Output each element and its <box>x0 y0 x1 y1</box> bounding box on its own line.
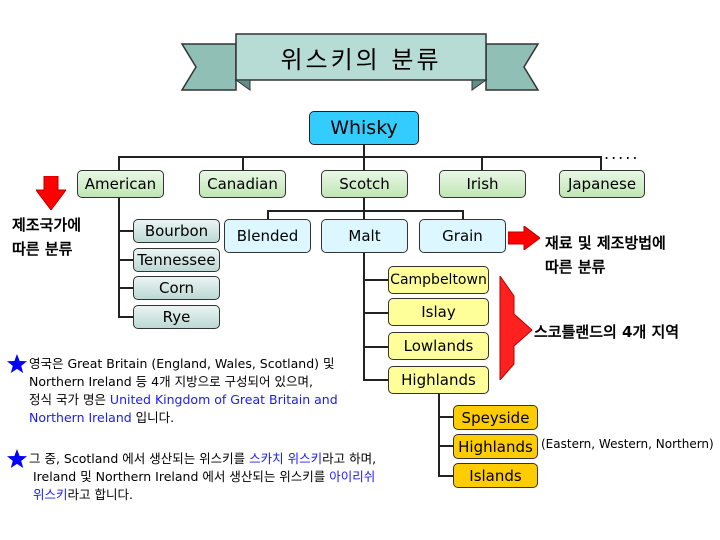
node-irish: Irish <box>439 170 526 198</box>
note-2-line-3: 위스키라고 합니다. <box>33 486 133 504</box>
note-2-text: 그 중, Scotland 에서 생산되는 위스키를 <box>29 451 250 466</box>
node-corn: Corn <box>133 276 220 300</box>
connector <box>481 156 483 170</box>
more-ellipsis: ..... <box>604 144 640 163</box>
connector <box>118 197 120 317</box>
connector <box>438 416 454 418</box>
highland-directions: (Eastern, Western, Northern) <box>541 437 714 451</box>
node-highlands: Highlands <box>388 366 489 394</box>
label-by-material-line2: 따른 분류 <box>545 258 606 276</box>
red-arrow-down-icon <box>36 176 66 210</box>
connector <box>267 210 463 212</box>
connector <box>118 230 134 232</box>
node-tennessee: Tennessee <box>133 248 220 272</box>
note-2-highlight: 위스키 <box>33 487 68 502</box>
note-1-text: 정식 국가 명은 <box>29 392 110 407</box>
connector <box>118 156 602 158</box>
connector <box>118 287 134 289</box>
node-blended: Blended <box>224 219 311 253</box>
node-grain: Grain <box>419 219 506 253</box>
node-islands: Islands <box>453 463 538 488</box>
note-2-line-2: Ireland 및 Northern Ireland 에서 생산되는 위스키를 … <box>33 468 375 486</box>
node-scotch: Scotch <box>321 170 408 198</box>
node-american: American <box>77 170 164 198</box>
node-lowlands: Lowlands <box>388 332 489 360</box>
node-highlands-sub: Highlands <box>453 434 538 459</box>
blue-star-icon <box>7 354 27 373</box>
connector <box>363 210 365 220</box>
note-1-line-4: Northern Ireland 입니다. <box>29 409 174 427</box>
connector <box>600 156 602 170</box>
title-banner <box>180 33 540 91</box>
connector <box>363 145 365 157</box>
note-2-text: 라고 하며, <box>322 451 377 466</box>
node-islay: Islay <box>388 298 489 326</box>
connector <box>363 279 389 281</box>
node-bourbon: Bourbon <box>133 219 220 243</box>
connector <box>242 156 244 170</box>
node-canadian: Canadian <box>199 170 286 198</box>
node-japanese: Japanese <box>559 170 645 198</box>
note-1-highlight: Northern Ireland <box>29 410 132 425</box>
connector <box>363 346 389 348</box>
note-2-highlight: 아이리쉬 <box>329 469 376 484</box>
blue-star-icon <box>7 449 27 468</box>
connector <box>118 156 120 170</box>
note-1-text: 입니다. <box>131 410 175 425</box>
note-1-line-1: 영국은 Great Britain (England, Wales, Scotl… <box>29 356 335 371</box>
connector <box>438 445 454 447</box>
note-1-highlight: United Kingdom of Great Britain and <box>109 392 338 407</box>
connector <box>462 210 464 220</box>
root-node-whisky: Whisky <box>309 111 419 145</box>
connector <box>363 197 365 211</box>
note-2-line-1: 그 중, Scotland 에서 생산되는 위스키를 스카치 위스키라고 하며, <box>29 450 376 468</box>
note-2-text: 라고 합니다. <box>67 487 133 502</box>
connector <box>363 253 365 381</box>
note-2-text: Ireland 및 Northern Ireland 에서 생산되는 위스키를 <box>33 469 330 484</box>
node-malt: Malt <box>321 219 408 253</box>
label-by-material-line1: 재료 및 제조방법에 <box>545 234 666 252</box>
note-2-highlight: 스카치 위스키 <box>249 451 323 466</box>
connector <box>118 259 134 261</box>
node-rye: Rye <box>133 305 220 329</box>
connector <box>438 475 454 477</box>
connector <box>363 312 389 314</box>
connector <box>118 316 134 318</box>
node-speyside: Speyside <box>453 405 538 430</box>
label-by-country-line1: 제조국가에 <box>12 216 82 234</box>
connector <box>267 210 269 220</box>
connector <box>363 156 365 170</box>
node-campbeltown: Campbeltown <box>388 266 489 294</box>
red-brace-arrow-icon <box>499 276 533 380</box>
page-title: 위스키의 분류 <box>280 45 442 74</box>
connector <box>438 393 440 477</box>
connector <box>363 379 389 381</box>
label-scotland-regions: 스코틀랜드의 4개 지역 <box>534 323 680 341</box>
label-by-country-line2: 따른 분류 <box>12 240 73 258</box>
note-1-line-2: Northern Ireland 등 4개 지방으로 구성되어 있으며, <box>29 374 313 389</box>
red-arrow-right-icon <box>508 226 540 250</box>
note-1-line-3: 정식 국가 명은 United Kingdom of Great Britain… <box>29 391 338 409</box>
